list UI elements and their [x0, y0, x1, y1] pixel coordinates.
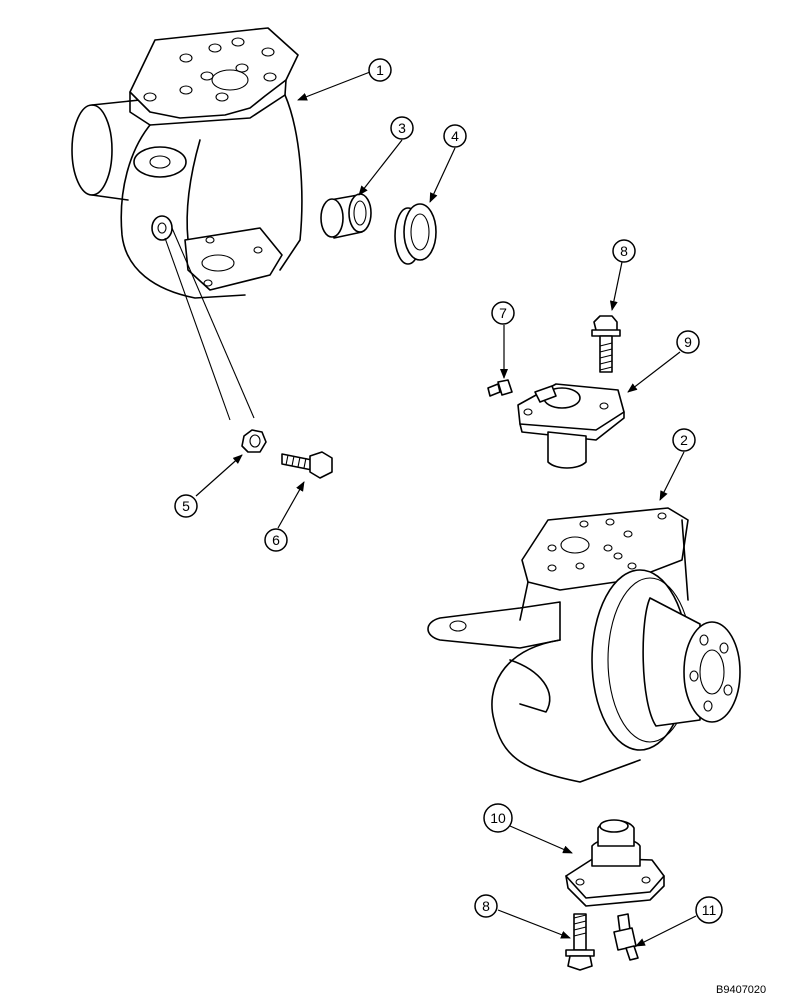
callout-label: 11: [702, 902, 717, 918]
callout-label: 8: [620, 243, 628, 259]
callout-3: 3: [390, 116, 414, 140]
callout-label: 6: [272, 532, 280, 548]
upper-pivot-cap: [517, 383, 625, 469]
callout-6: 6: [264, 528, 288, 552]
figure-code: B9407020: [716, 984, 767, 996]
callout-label: 9: [684, 334, 692, 350]
callout-label: 1: [376, 62, 384, 78]
callout-7: 7: [491, 301, 515, 325]
callout-label: 2: [680, 432, 688, 448]
callout-5: 5: [174, 494, 198, 518]
callout-8-upper: 8: [612, 239, 636, 263]
flange-bolt-upper: [591, 315, 621, 373]
callout-9: 9: [676, 330, 700, 354]
lower-pivot: [565, 819, 665, 907]
seal: [394, 203, 437, 265]
bolt: [281, 451, 333, 479]
callout-label: 7: [499, 305, 507, 321]
callout-2: 2: [672, 428, 696, 452]
callout-label: 10: [490, 810, 506, 826]
callout-1: 1: [368, 58, 392, 82]
flange-bolt-lower: [565, 913, 595, 971]
callout-label: 8: [482, 898, 490, 914]
steering-knuckle-housing: [71, 27, 303, 421]
callout-label: 4: [451, 128, 459, 144]
callout-10: 10: [483, 803, 513, 833]
callout-label: 3: [398, 120, 406, 136]
grease-fitting: [487, 379, 513, 397]
nut: [241, 429, 267, 453]
spindle-knuckle: [427, 507, 741, 783]
bushing: [320, 193, 372, 239]
callout-4: 4: [443, 124, 467, 148]
callout-8-lower: 8: [474, 894, 498, 918]
callout-label: 5: [182, 498, 190, 514]
grease-fitting-lower: [613, 913, 639, 961]
callout-11: 11: [695, 896, 723, 924]
